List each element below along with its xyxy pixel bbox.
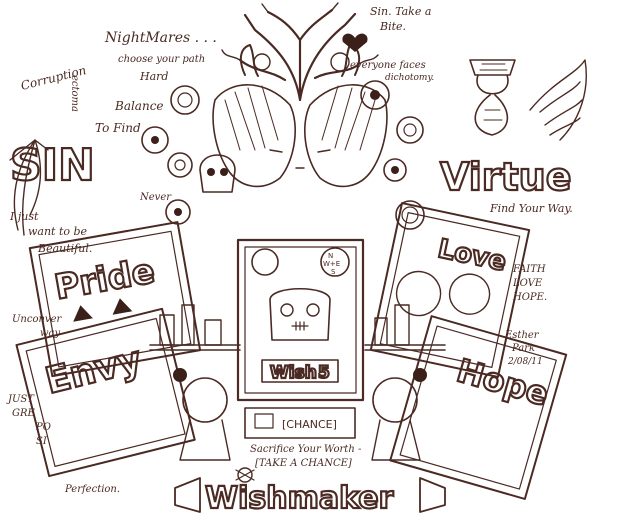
handwritten-notes: NightMares . . . choose your path Hard B… [6, 5, 573, 495]
note-perfection: Perfection. [64, 484, 120, 495]
note-to-find: To Find [95, 121, 141, 135]
note-gre: GRE [12, 408, 36, 419]
note-date: 2/08/11 [507, 357, 543, 367]
bottles-shelf-right [364, 304, 446, 351]
note-find-your-way: Find Your Way. [489, 202, 573, 215]
note-take-chance: [TAKE A CHANCE] [255, 458, 352, 469]
note-never: Never [139, 192, 172, 203]
note-hard: Hard [139, 70, 168, 83]
demon-wing-left [9, 139, 49, 236]
note-i-just: I just [9, 210, 39, 223]
note-balance: Balance [114, 99, 164, 113]
note-everyone-faces: everyone faces [350, 60, 426, 71]
pride-word: Pride [52, 251, 158, 308]
note-nightmares: NightMares . . . [104, 30, 217, 46]
skull-creature [199, 154, 236, 193]
wishmaker-banner: Wishmaker [174, 477, 446, 515]
sin-lettering: SIN [9, 139, 96, 192]
note-si: SI [36, 436, 48, 447]
chance-box: [CHANCE] [244, 407, 356, 439]
note-unconver: Unconver [12, 314, 62, 325]
note-faith: FAITH [512, 264, 546, 275]
girl-right [371, 368, 427, 461]
note-way: way [40, 328, 61, 339]
svg-text:W+E: W+E [323, 260, 340, 268]
girl-left [173, 368, 231, 461]
note-bite: Bite. [379, 20, 406, 33]
tree-branches [221, 2, 379, 102]
love-word: Love [435, 234, 509, 278]
envy-word: Envy [41, 339, 145, 402]
small-skull-icon [235, 467, 255, 483]
wish-number: 5 [318, 363, 330, 383]
note-choose-path: choose your path [118, 54, 205, 65]
virtue-lettering: Virtue [439, 154, 573, 200]
wish-card: N W+E S Wish 5 [236, 238, 365, 402]
virtue-word: Virtue [440, 155, 572, 199]
note-hope: HOPE. [512, 292, 547, 303]
chance-label: [CHANCE] [282, 418, 337, 431]
note-po: PO [35, 422, 51, 433]
note-ectoma: ectoma [69, 75, 80, 112]
bottles-shelf-left [149, 304, 241, 351]
heart-icon [342, 33, 368, 52]
svg-text:S: S [331, 268, 336, 276]
note-want-to-be: want to be [28, 225, 88, 238]
note-sin-take: Sin. Take a [370, 5, 431, 18]
wish-word: Wish [270, 363, 317, 383]
note-beautiful: Beautiful. [37, 242, 92, 255]
lantern-ornament [469, 59, 516, 136]
svg-text:N: N [328, 252, 333, 260]
gears-cluster [141, 52, 425, 230]
angel-wing-right [529, 59, 587, 141]
note-dichotomy: dichotomy. [385, 73, 434, 83]
wishmaker-word: Wishmaker [205, 481, 394, 515]
note-just: JUST [6, 394, 35, 405]
note-love: LOVE [512, 278, 543, 289]
note-park: Park [511, 343, 535, 354]
hope-card: Hope [389, 315, 568, 500]
love-card: Love [369, 202, 531, 378]
note-sacrifice: Sacrifice Your Worth - [250, 444, 362, 455]
note-esther: Esther [504, 330, 540, 341]
sin-word: SIN [10, 140, 95, 191]
